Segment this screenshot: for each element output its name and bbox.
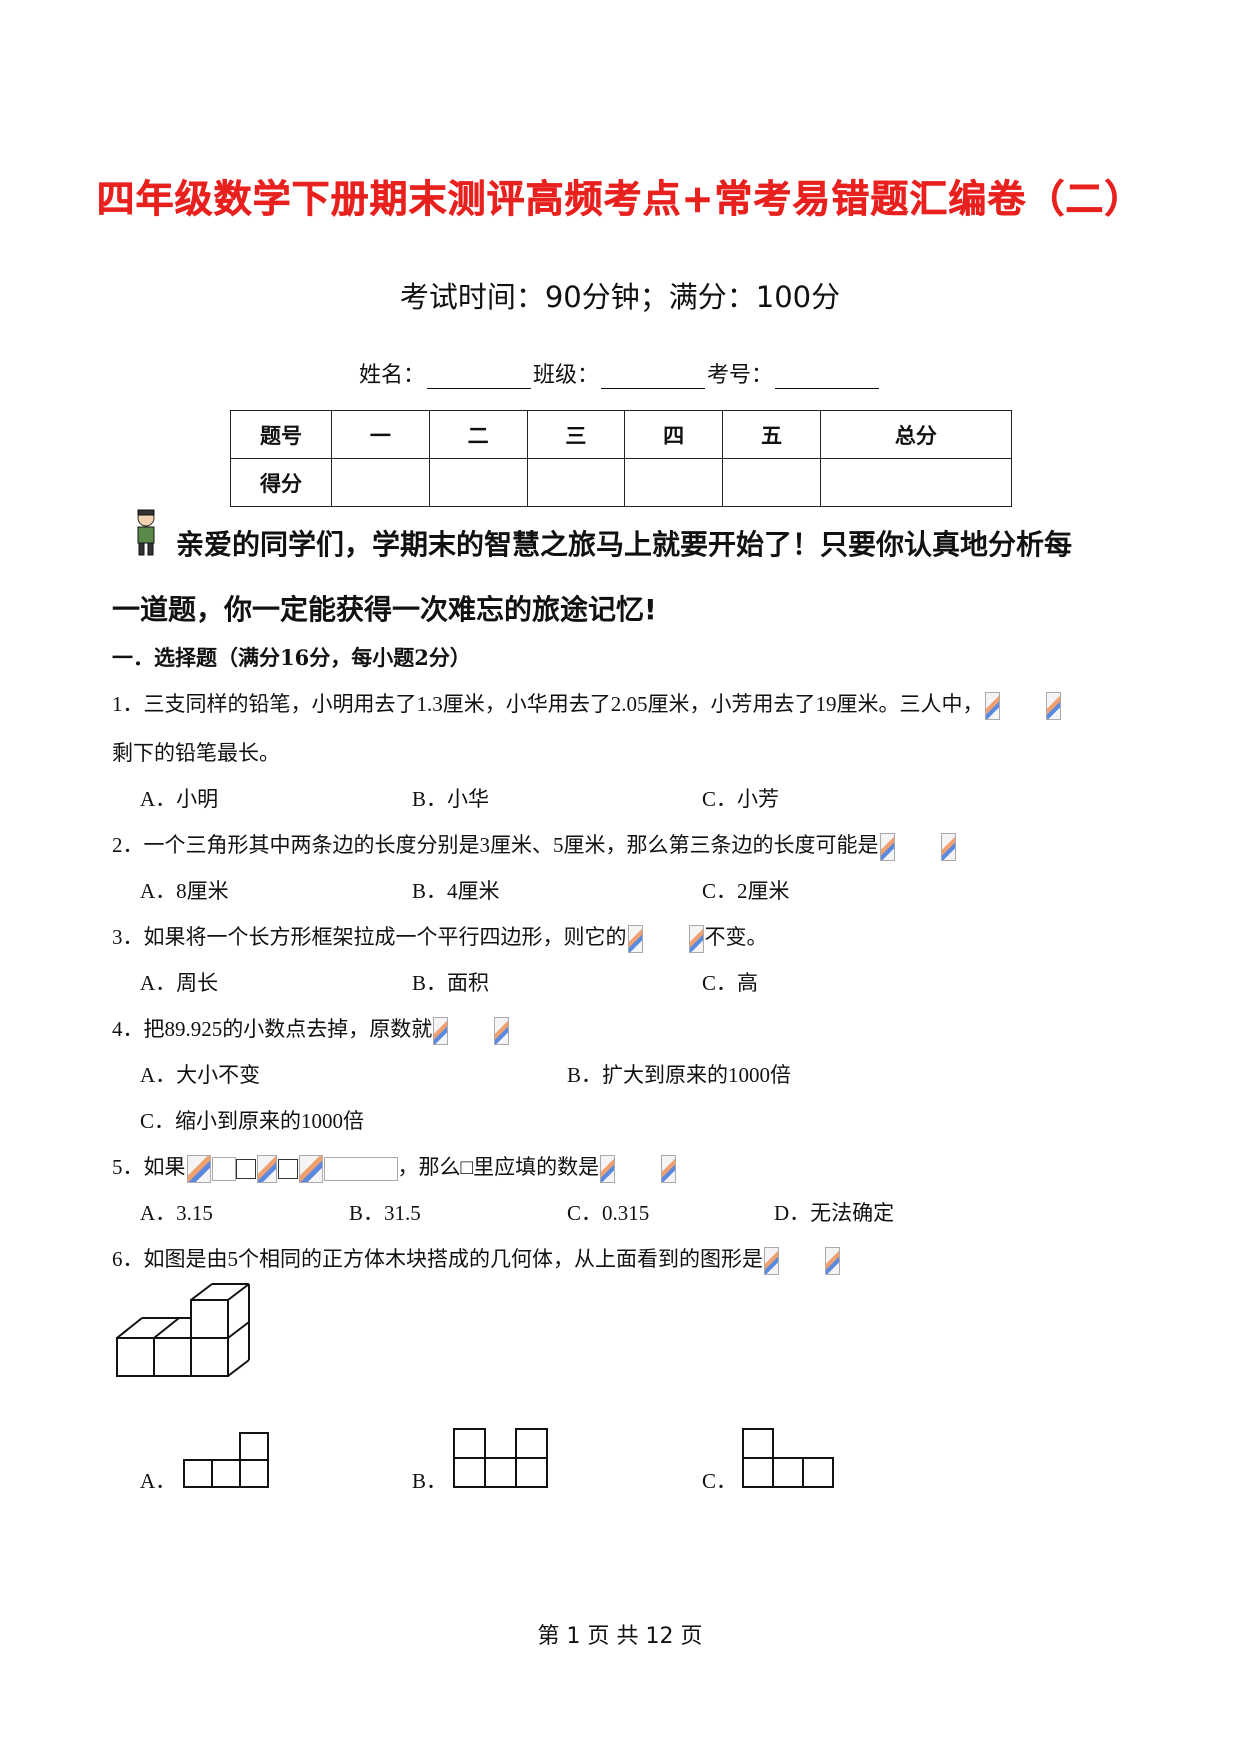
image-placeholder-icon <box>764 1247 779 1276</box>
score-cell[interactable] <box>819 458 1013 507</box>
question-5-option-d[interactable]: D．无法确定 <box>774 1201 895 1225</box>
exam-no-label: 考号： <box>707 363 774 388</box>
header-cell: 总分 <box>819 410 1013 459</box>
cube-stack-figure <box>116 1283 250 1377</box>
page-footer: 第 1 页 共 12 页 <box>537 1624 703 1649</box>
question-1-stem-cont: 剩下的铅笔最长。 <box>112 741 280 765</box>
image-placeholder-icon <box>1045 692 1061 721</box>
question-6-stem: 6．如图是由5个相同的正方体木块搭成的几何体，从上面看到的图形是 <box>112 1243 841 1276</box>
score-table: 题号 一 二 三 四 五 总分 得分 <box>230 410 1013 507</box>
question-6-text: 6．如图是由5个相同的正方体木块搭成的几何体，从上面看到的图形是 <box>112 1247 763 1271</box>
question-2-option-a[interactable]: A．8厘米 <box>140 879 229 903</box>
question-1-option-c[interactable]: C．小芳 <box>702 787 780 811</box>
score-cell[interactable] <box>624 458 724 507</box>
question-5-option-b[interactable]: B．31.5 <box>349 1201 421 1225</box>
class-label: 班级： <box>532 363 599 388</box>
option-c-top-view-figure[interactable] <box>741 1426 837 1490</box>
question-1-text: 1．三支同样的铅笔，小明用去了1.3厘米，小华用去了2.05厘米，小芳用去了19… <box>112 692 984 716</box>
image-placeholder-icon <box>433 1017 449 1046</box>
question-4-option-c[interactable]: C．缩小到原来的1000倍 <box>140 1109 365 1133</box>
score-row-label: 得分 <box>230 458 332 507</box>
question-5-text-a: 5．如果 <box>112 1155 186 1179</box>
header-cell: 一 <box>331 410 430 459</box>
question-3-option-c[interactable]: C．高 <box>702 971 759 995</box>
student-mascot-icon <box>137 509 155 556</box>
score-cell[interactable] <box>722 458 821 507</box>
question-3-option-a[interactable]: A．周长 <box>140 971 219 995</box>
name-blank[interactable] <box>426 366 531 389</box>
header-cell: 二 <box>428 410 528 459</box>
question-5-option-c[interactable]: C．0.315 <box>567 1201 650 1225</box>
formula-image-icon <box>298 1155 323 1184</box>
header-cell: 五 <box>722 410 821 459</box>
question-4-option-b[interactable]: B．扩大到原来的1000倍 <box>567 1063 792 1087</box>
header-cell: 题号 <box>230 410 332 459</box>
exam-time-info: 考试时间：90分钟；满分：100分 <box>399 280 841 314</box>
image-placeholder-icon <box>825 1247 840 1276</box>
image-placeholder-icon <box>984 692 1000 721</box>
header-cell: 四 <box>624 410 724 459</box>
question-1-option-b[interactable]: B．小华 <box>412 787 490 811</box>
intro-line-1: 亲爱的同学们，学期末的智慧之旅马上就要开始了！只要你认真地分析每 <box>176 528 1073 561</box>
question-2-option-c[interactable]: C．2厘米 <box>702 879 790 903</box>
header-cell: 三 <box>526 410 626 459</box>
question-4-text: 4．把89.925的小数点去掉，原数就 <box>112 1017 433 1041</box>
intro-line-2: 一道题，你一定能获得一次难忘的旅途记忆! <box>112 593 657 626</box>
question-2-stem: 2．一个三角形其中两条边的长度分别是3厘米、5厘米，那么第三条边的长度可能是 <box>112 829 957 862</box>
formula-image-icon <box>256 1155 277 1184</box>
question-5-option-a[interactable]: A．3.15 <box>140 1201 213 1225</box>
image-placeholder-icon <box>627 925 643 954</box>
question-3-text-tail: 不变。 <box>704 925 768 949</box>
question-4-stem: 4．把89.925的小数点去掉，原数就 <box>112 1013 510 1046</box>
name-label: 姓名： <box>358 363 425 388</box>
question-6-option-c[interactable]: C． <box>702 1469 738 1493</box>
formula-image-icon <box>186 1155 211 1184</box>
image-placeholder-icon <box>661 1155 677 1184</box>
question-3-stem: 3．如果将一个长方形框架拉成一个平行四边形，则它的 不变。 <box>112 921 768 954</box>
question-5-text-b: ，那么□里应填的数是 <box>397 1155 600 1179</box>
section-heading: 一．选择题（满分16分，每小题2分） <box>112 645 471 670</box>
image-placeholder-icon <box>879 833 895 862</box>
question-4-option-a[interactable]: A．大小不变 <box>140 1063 261 1087</box>
question-6-option-a[interactable]: A． <box>140 1469 177 1493</box>
question-3-option-b[interactable]: B．面积 <box>412 971 490 995</box>
student-info-row: 姓名： 班级： 考号： <box>0 357 1240 389</box>
blank-square-icon <box>277 1159 298 1180</box>
option-b-top-view-figure[interactable] <box>452 1426 550 1490</box>
image-placeholder-icon <box>688 925 704 954</box>
score-table-score-row: 得分 <box>230 458 1013 507</box>
score-cell[interactable] <box>526 458 626 507</box>
score-table-header-row: 题号 一 二 三 四 五 总分 <box>230 410 1013 459</box>
class-blank[interactable] <box>601 366 705 389</box>
score-cell[interactable] <box>331 458 430 507</box>
question-3-text: 3．如果将一个长方形框架拉成一个平行四边形，则它的 <box>112 925 627 949</box>
exam-no-blank[interactable] <box>775 366 880 389</box>
blank-square-icon <box>235 1159 256 1180</box>
formula-box <box>323 1157 398 1182</box>
image-placeholder-icon <box>600 1155 616 1184</box>
question-2-option-b[interactable]: B．4厘米 <box>412 879 500 903</box>
score-cell[interactable] <box>428 458 528 507</box>
option-a-top-view-figure[interactable] <box>182 1430 270 1490</box>
question-1-option-a[interactable]: A．小明 <box>140 787 219 811</box>
question-6-option-b[interactable]: B． <box>412 1469 448 1493</box>
question-5-stem: 5．如果 ，那么□里应填的数是 <box>112 1151 677 1184</box>
image-placeholder-icon <box>940 833 956 862</box>
formula-box <box>211 1157 236 1182</box>
image-placeholder-icon <box>494 1017 510 1046</box>
question-1-stem: 1．三支同样的铅笔，小明用去了1.3厘米，小华用去了2.05厘米，小芳用去了19… <box>112 688 1062 721</box>
question-2-text: 2．一个三角形其中两条边的长度分别是3厘米、5厘米，那么第三条边的长度可能是 <box>112 833 879 857</box>
page-title: 四年级数学下册期末测评高频考点+常考易错题汇编卷（二） <box>96 177 1144 222</box>
